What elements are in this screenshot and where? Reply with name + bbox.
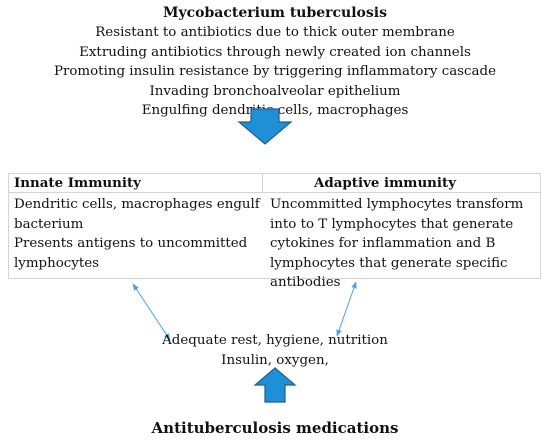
pathogen-title: Mycobacterium tuberculosis	[163, 5, 387, 21]
up-arrow-icon	[253, 367, 297, 403]
support-line: Insulin, oxygen,	[221, 352, 329, 368]
immunity-table: Innate Immunity Adaptive immunity Dendri…	[8, 173, 541, 290]
immunity-column-divider	[262, 174, 263, 193]
adaptive-connector-arrow	[336, 281, 357, 337]
adaptive-line: lymphocytes that generate specific	[270, 255, 508, 271]
pathogen-feature: Extruding antibiotics through newly crea…	[79, 44, 471, 60]
adaptive-line: Uncommitted lymphocytes transform	[270, 197, 524, 212]
down-arrow-icon	[237, 108, 293, 145]
pathogen-feature: Resistant to antibiotics due to thick ou…	[95, 25, 455, 40]
supportive-care-box: Adequate rest, hygiene, nutrition Insuli…	[0, 331, 550, 370]
innate-line: Dendritic cells, macrophages engulf	[14, 197, 260, 212]
innate-heading: Innate Immunity	[14, 175, 141, 191]
immunity-table-header	[9, 174, 540, 193]
down-arrow-shape	[237, 108, 293, 145]
pathogen-feature: Invading bronchoalveolar epithelium	[149, 83, 401, 99]
up-arrow-shape	[253, 367, 297, 403]
adaptive-line: antibodies	[270, 275, 341, 290]
treatment-title: Antituberculosis medications	[151, 419, 399, 437]
adaptive-line: cytokines for inflammation and B	[270, 236, 496, 251]
adaptive-heading: Adaptive immunity	[314, 175, 456, 191]
innate-connector-arrow	[132, 283, 171, 341]
innate-description: Dendritic cells, macrophages engulf bact…	[14, 195, 260, 273]
innate-line: Presents antigens to uncommitted	[14, 236, 248, 251]
innate-line: bacterium	[14, 216, 84, 232]
pathogen-feature: Promoting insulin resistance by triggeri…	[53, 64, 497, 79]
support-line: Adequate rest, hygiene, nutrition	[162, 333, 388, 348]
innate-line: lymphocytes	[14, 255, 100, 271]
adaptive-line: into to T lymphocytes that generate	[270, 216, 514, 232]
adaptive-description: Uncommitted lymphocytes transform into t…	[270, 195, 523, 293]
